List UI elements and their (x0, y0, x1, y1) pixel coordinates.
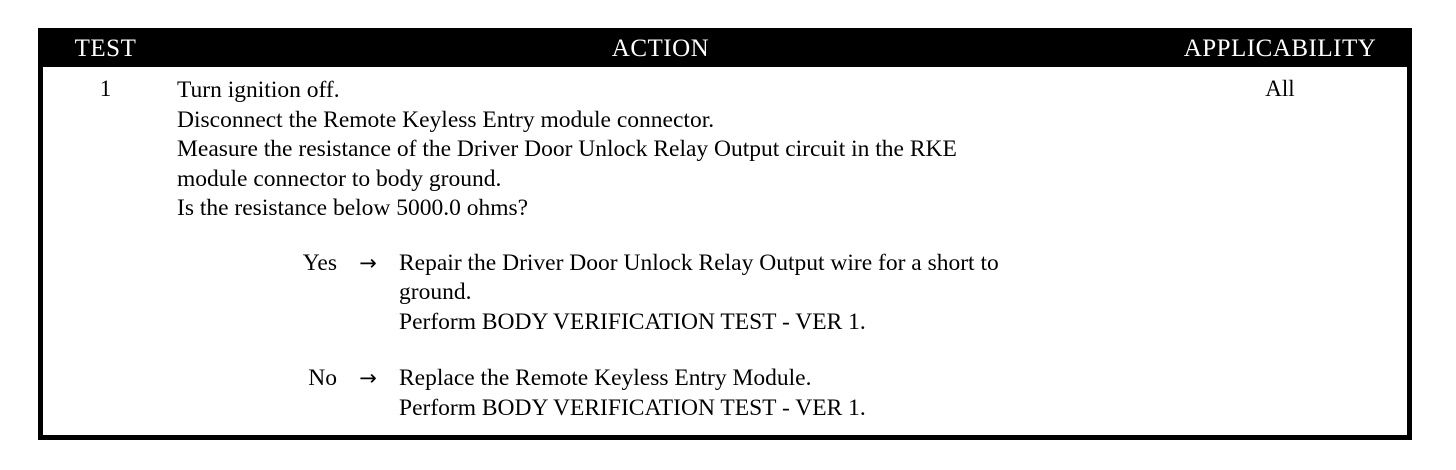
action-line: Is the resistance below 5000.0 ohms? (177, 195, 529, 221)
branch-row: Yes → Repair the Driver Door Unlock Rela… (177, 249, 1153, 338)
branch-line: Replace the Remote Keyless Entry Module. (399, 365, 812, 391)
action-step-list: Turn ignition off. Disconnect the Remote… (177, 76, 1153, 224)
action-line: Measure the resistance of the Driver Doo… (177, 136, 957, 162)
table-header-row: TEST ACTION APPLICABILITY (43, 33, 1407, 67)
cell-action: Turn ignition off. Disconnect the Remote… (168, 67, 1153, 435)
branch-line: Repair the Driver Door Unlock Relay Outp… (399, 249, 999, 276)
branch-line: Perform BODY VERIFICATION TEST - VER 1. (399, 308, 866, 335)
right-arrow-icon: → (359, 366, 377, 390)
cell-applicability: All (1153, 67, 1407, 435)
table-header: TEST ACTION APPLICABILITY (43, 33, 1407, 67)
column-header-action: ACTION (168, 33, 1153, 67)
cell-test-number: 1 (43, 67, 168, 435)
column-header-test: TEST (43, 33, 168, 67)
action-line: module connector to body ground. (177, 165, 502, 192)
branch-row: No → Replace the Remote Keyless Entry Mo… (177, 364, 1153, 423)
action-line: Disconnect the Remote Keyless Entry modu… (177, 106, 715, 133)
branch-text-no: Replace the Remote Keyless Entry Module.… (399, 364, 1153, 423)
branch-line: ground. (399, 279, 472, 305)
action-line: Turn ignition off. (177, 77, 340, 103)
branch-no: No → Replace the Remote Keyless Entry Mo… (177, 364, 1153, 423)
test-table-grid: TEST ACTION APPLICABILITY 1 Turn ignitio… (43, 33, 1407, 435)
diagnostic-test-table: TEST ACTION APPLICABILITY 1 Turn ignitio… (38, 28, 1412, 440)
column-header-applicability: APPLICABILITY (1153, 33, 1407, 67)
branch-line: Perform BODY VERIFICATION TEST - VER 1. (399, 394, 866, 421)
branch-text-yes: Repair the Driver Door Unlock Relay Outp… (399, 249, 1153, 338)
branch-label-yes: Yes (302, 249, 337, 276)
table-body: 1 Turn ignition off. Disconnect the Remo… (43, 67, 1407, 435)
right-arrow-icon: → (359, 250, 377, 275)
table-row: 1 Turn ignition off. Disconnect the Remo… (43, 67, 1407, 435)
branch-label-no: No (308, 365, 337, 391)
branch-yes: Yes → Repair the Driver Door Unlock Rela… (177, 249, 1153, 338)
